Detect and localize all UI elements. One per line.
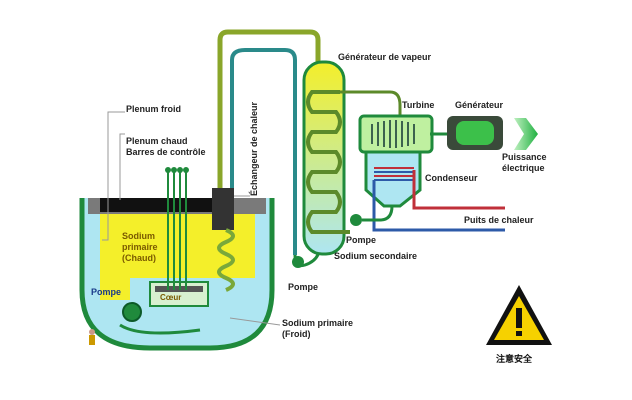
label-coeur: Cœur [160, 293, 182, 302]
steam-generator [302, 60, 402, 256]
label-pompe-bas: Pompe [288, 282, 319, 292]
label-condenseur: Condenseur [425, 173, 478, 183]
label-puissance: Puissance électrique [502, 152, 547, 174]
warning-text: 注意安全 [496, 354, 533, 364]
generator [447, 116, 503, 150]
label-plenum-chaud: Plenum chaud [126, 136, 188, 146]
label-sodium-primaire-chaud: Sodium primaire (Chaud) [122, 231, 158, 264]
label-turbine: Turbine [402, 100, 435, 110]
line-1: Puissance [502, 152, 547, 162]
reactor-vessel [79, 167, 275, 351]
power-arrow [514, 118, 538, 150]
person-icon [89, 329, 95, 345]
warning-sign-icon [486, 285, 552, 345]
label-sodium-primaire-froid: Sodium primaire (Froid) [282, 318, 353, 340]
label-pompe-primaire: Pompe [91, 287, 122, 297]
line-1: Sodium primaire [282, 318, 354, 328]
label-generateur: Générateur [455, 100, 504, 110]
label-echangeur: Échangeur de chaleur [249, 101, 259, 196]
label-sodium-secondaire: Sodium secondaire [334, 251, 418, 261]
label-generateur-vapeur: Générateur de vapeur [338, 52, 432, 62]
label-puits: Puits de chaleur [464, 215, 534, 225]
label-barres: Barres de contrôle [126, 147, 206, 157]
line-2: électrique [502, 163, 545, 173]
line-1: Sodium [122, 231, 155, 241]
line-2: primaire [122, 242, 158, 252]
line-2: (Froid) [282, 329, 311, 339]
turbine [358, 114, 450, 154]
heat-exchanger [212, 29, 321, 292]
label-plenum-froid: Plenum froid [126, 104, 182, 114]
label-pompe-secondaire: Pompe [346, 235, 377, 245]
line-3: (Chaud) [122, 253, 156, 263]
condenser [362, 150, 505, 232]
